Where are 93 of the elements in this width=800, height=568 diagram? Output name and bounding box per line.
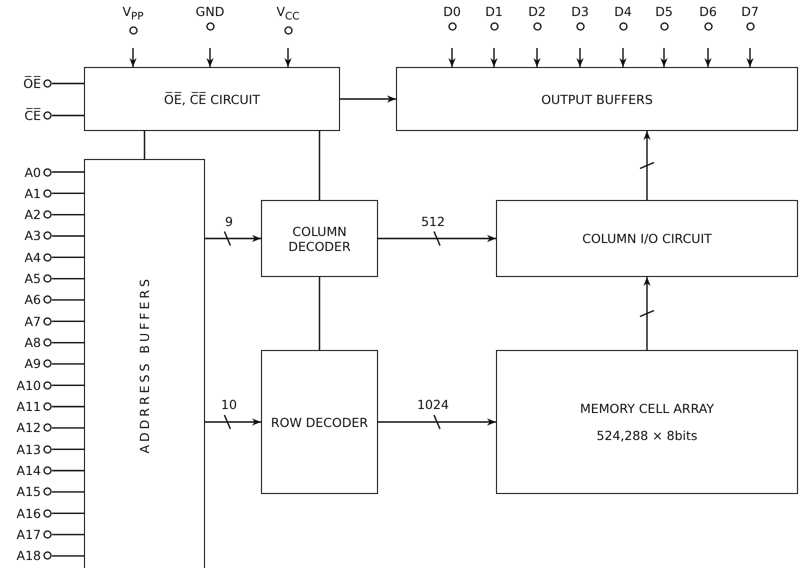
connector-line [144, 131, 146, 159]
connector-line [52, 82, 84, 84]
pin-name: D5 [655, 4, 673, 19]
arrow [377, 230, 497, 246]
pin-name: V$_{CC}$ [276, 4, 300, 22]
connector-line [52, 192, 84, 194]
pin-name: A15 [16, 484, 41, 500]
pin-name: A11 [16, 399, 41, 414]
circuit-block [496, 200, 798, 277]
pin-name: A1 [24, 186, 41, 201]
connector-line [52, 406, 84, 408]
connector-line [52, 214, 84, 216]
connector-line [52, 256, 84, 258]
block-label: ROW DECODER [270, 414, 368, 430]
connector-line [52, 363, 84, 365]
arrow [576, 48, 584, 67]
connector-line [52, 278, 84, 280]
block-label: MEMORY CELL ARRAY [580, 401, 714, 416]
connector-line [52, 342, 84, 344]
connector-line [52, 555, 84, 557]
pin-name: D4 [614, 4, 632, 19]
connector-line [318, 131, 320, 200]
pin-name: O̅E̅ [23, 76, 41, 91]
connector-line [52, 427, 84, 429]
connector-line [52, 384, 84, 386]
circuit-block [496, 350, 798, 494]
arrow [129, 48, 137, 67]
pin-name: A13 [16, 442, 41, 457]
pin-name: D0 [443, 4, 461, 19]
connector-line [52, 320, 84, 322]
block-label: 524,288 × 8bits [596, 428, 698, 443]
bus-width-label: 1024 [416, 398, 450, 412]
connector-line [52, 491, 84, 493]
connector-line [52, 299, 84, 301]
arrow [619, 48, 627, 67]
block-label: COLUMN DECODER [287, 224, 352, 254]
arrow [639, 130, 655, 201]
arrow [746, 48, 754, 67]
arrow [448, 48, 456, 67]
connector-line [52, 470, 84, 472]
pin-name: D1 [485, 4, 503, 19]
bus-width-label: 9 [224, 214, 234, 228]
pin-name: A14 [16, 463, 41, 478]
pin-name: A2 [24, 207, 41, 222]
arrow [377, 414, 497, 430]
pin-name: D3 [571, 4, 589, 19]
arrow [660, 48, 668, 67]
pin-name: A6 [24, 292, 41, 308]
circuit-block [396, 67, 798, 131]
arrow [490, 48, 498, 67]
pin-name: D2 [528, 4, 546, 19]
connector-line [52, 448, 84, 450]
connector-line [52, 235, 84, 237]
pin-name: A3 [24, 228, 41, 244]
block-label: OUTPUT BUFFERS [541, 92, 653, 106]
arrow [206, 48, 214, 67]
pin-name: A8 [24, 335, 41, 350]
circuit-block [84, 159, 205, 568]
pin-name: A5 [24, 271, 41, 286]
block-label: COLUMN I/O CIRCUIT [582, 231, 712, 246]
connector-line [52, 114, 84, 116]
arrow [340, 95, 396, 103]
bus-width-label: 10 [220, 398, 238, 412]
pin-name: A9 [24, 356, 41, 372]
pin-name: D6 [699, 4, 717, 19]
circuit-block [261, 200, 378, 277]
pin-name: A4 [24, 250, 41, 265]
pin-name: A10 [16, 378, 41, 393]
pin-name: A7 [24, 314, 41, 329]
arrow [204, 230, 262, 246]
pin-name: A12 [16, 420, 41, 436]
pin-name: A0 [24, 164, 41, 180]
arrow [284, 48, 292, 67]
connector-line [52, 171, 84, 173]
connector-line [52, 512, 84, 514]
arrow [533, 48, 541, 67]
arrow [704, 48, 712, 67]
circuit-block [84, 67, 340, 131]
arrow [639, 276, 655, 351]
pin-name: A17 [16, 527, 41, 542]
block-label: ADDRRESS BUFFERS [137, 276, 152, 454]
pin-name: A18 [16, 548, 41, 564]
pin-name: V$_{PP}$ [122, 4, 144, 22]
circuit-block [261, 350, 378, 494]
connector-line [318, 277, 320, 350]
connector-line [52, 534, 84, 536]
bus-width-label: 512 [420, 214, 446, 228]
pin-name: C̅E̅ [24, 108, 41, 123]
arrow [204, 414, 262, 430]
pin-name: A16 [16, 506, 41, 521]
block-label: O̅E̅, C̅E̅ CIRCUIT [164, 92, 260, 106]
pin-name: GND [196, 4, 224, 19]
pin-name: D7 [741, 4, 759, 19]
